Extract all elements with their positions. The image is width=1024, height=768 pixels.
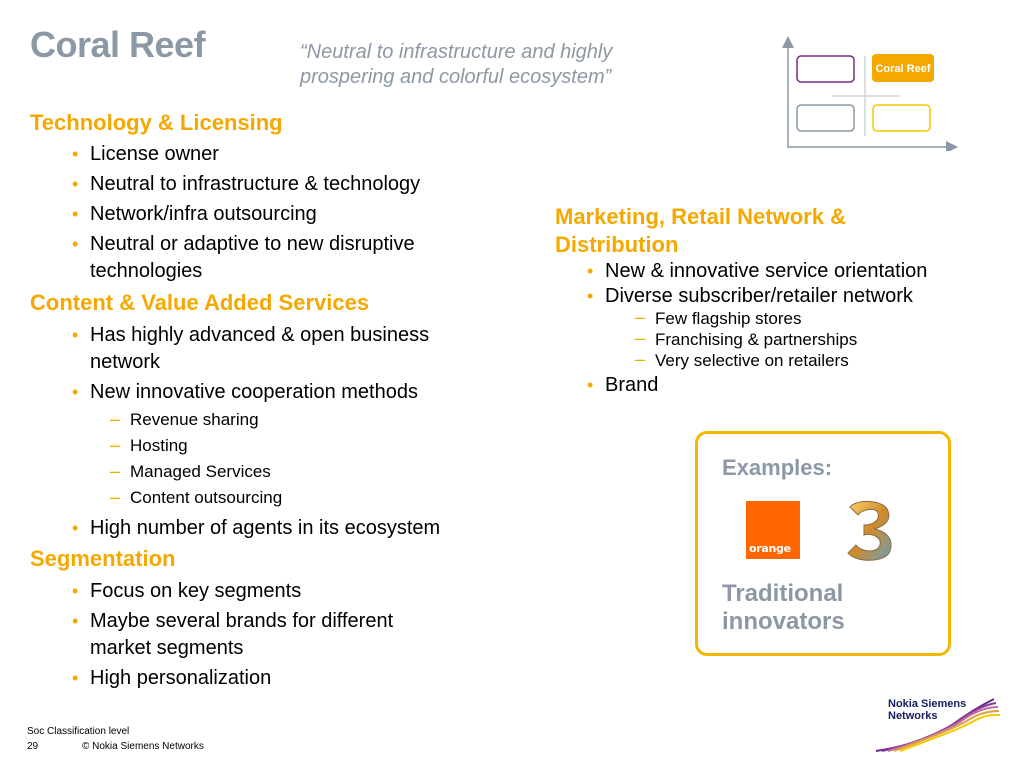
- bullet-icon: •: [72, 518, 79, 538]
- matrix-box-bottom-left: [796, 104, 855, 132]
- orange-logo-text: orange: [749, 542, 791, 555]
- quote-line-1: “Neutral to infrastructure and highly: [300, 41, 613, 63]
- bullet-icon: •: [587, 286, 594, 306]
- sub-list-item: –Managed Services: [110, 459, 430, 485]
- dash-icon: –: [635, 349, 646, 369]
- orange-logo: orange: [746, 501, 800, 559]
- sub-list-item: –Hosting: [110, 433, 430, 459]
- sub-list-item: –Franchising & partnerships: [635, 328, 858, 349]
- list-marketing-sub: –Few flagship stores –Franchising & part…: [635, 307, 955, 371]
- matrix-box-bottom-right: [872, 104, 931, 132]
- heading-content: Content & Value Added Services: [30, 290, 370, 315]
- matrix-box-top-left: [796, 55, 855, 83]
- dash-icon: –: [110, 409, 121, 429]
- bullet-icon: •: [587, 375, 594, 395]
- list-item: •Network/infra outsourcing: [72, 201, 490, 228]
- list-item: •New & innovative service orientation: [587, 260, 928, 282]
- matrix-label: Coral Reef: [875, 63, 930, 75]
- list-content-sub: –Revenue sharing –Hosting –Managed Servi…: [110, 407, 430, 511]
- classification-label: Soc Classification level: [27, 726, 130, 737]
- list-content-last: •High number of agents in its ecosystem: [72, 515, 510, 542]
- dash-icon: –: [635, 307, 646, 327]
- list-item: •License owner: [72, 141, 490, 168]
- list-item: •Neutral to infrastructure & technology: [72, 171, 490, 198]
- list-item: •High personalization: [72, 665, 490, 692]
- list-tech: •License owner •Neutral to infrastructur…: [72, 141, 490, 285]
- dash-icon: –: [635, 328, 646, 348]
- heading-marketing: Marketing, Retail Network & Distribution: [555, 204, 846, 257]
- bullet-icon: •: [587, 261, 594, 281]
- examples-subtitle: Traditional innovators: [722, 580, 845, 635]
- list-item: •Diverse subscriber/retailer network: [587, 285, 913, 307]
- sub-list-item: –Very selective on retailers: [635, 349, 849, 370]
- nsn-wave-logo: [875, 698, 1001, 752]
- sub-list-item: –Few flagship stores: [635, 307, 802, 328]
- bullet-icon: •: [72, 668, 79, 688]
- bullet-icon: •: [72, 204, 79, 224]
- bullet-icon: •: [72, 611, 79, 631]
- slide-title: Coral Reef: [30, 24, 206, 65]
- three-logo-icon: [847, 501, 892, 561]
- examples-box: [695, 431, 951, 656]
- list-item: •New innovative cooperation methods: [72, 379, 490, 406]
- dash-icon: –: [110, 435, 121, 455]
- dash-icon: –: [110, 461, 121, 481]
- bullet-icon: •: [72, 325, 79, 345]
- bullet-icon: •: [72, 581, 79, 601]
- bullet-icon: •: [72, 382, 79, 402]
- heading-segmentation: Segmentation: [30, 546, 176, 571]
- list-item: •High number of agents in its ecosystem: [72, 515, 510, 542]
- nsn-brand: Nokia Siemens Networks: [888, 698, 967, 722]
- list-segmentation: •Focus on key segments •Maybe several br…: [72, 578, 490, 692]
- bullet-icon: •: [72, 144, 79, 164]
- examples-title: Examples:: [722, 455, 833, 480]
- list-marketing: •New & innovative service orientation •D…: [587, 259, 1005, 309]
- positioning-matrix: Coral Reef: [782, 36, 958, 151]
- bullet-icon: •: [72, 174, 79, 194]
- copyright: © Nokia Siemens Networks: [82, 741, 204, 752]
- slide-quote: “Neutral to infrastructure and highly pr…: [300, 40, 680, 90]
- sub-list-item: –Content outsourcing: [110, 485, 430, 511]
- list-item: •Focus on key segments: [72, 578, 490, 605]
- heading-tech: Technology & Licensing: [30, 110, 283, 135]
- quote-line-2: prospering and colorful ecosystem”: [300, 66, 612, 88]
- bullet-icon: •: [72, 234, 79, 254]
- dash-icon: –: [110, 487, 121, 507]
- page-number: 29: [27, 741, 39, 752]
- matrix-box-coral-reef: [872, 54, 934, 82]
- list-item: •Brand: [587, 374, 659, 396]
- list-marketing-last: •Brand: [587, 373, 905, 398]
- sub-list-item: –Revenue sharing: [110, 407, 430, 433]
